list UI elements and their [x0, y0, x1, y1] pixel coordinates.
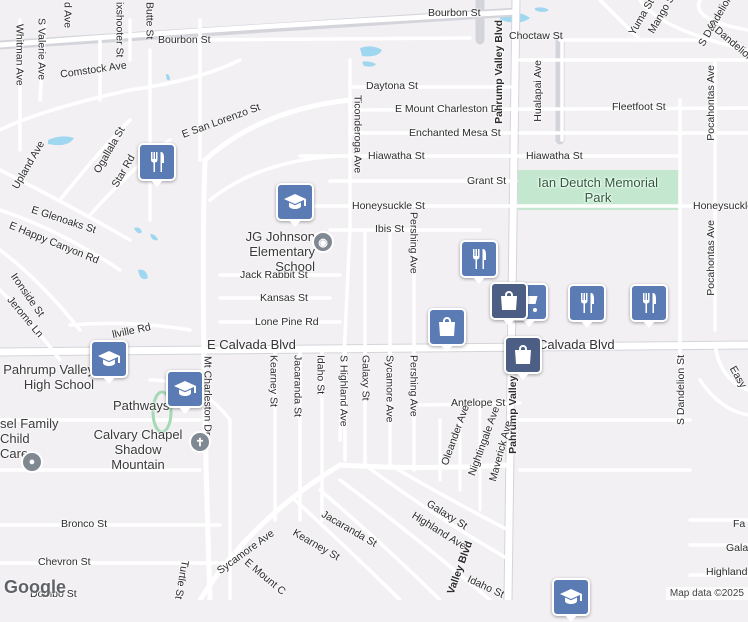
street-label: S Dandelion St [675, 355, 687, 426]
street-label: Mt Charleston Dr [201, 356, 214, 436]
street-label: Grant St [467, 175, 507, 187]
fork-knife-icon [643, 293, 656, 313]
graduation-cap-icon [98, 351, 120, 366]
google-logo[interactable]: Google [4, 577, 66, 597]
fork-knife-icon [581, 293, 594, 313]
street-label: Calvada Blvd [538, 337, 615, 352]
street-label: Pocahontas Ave [705, 65, 717, 141]
street-label: Lone Pine Rd [255, 316, 319, 328]
church-label[interactable]: Calvary Chapel Shadow Mountain [93, 427, 183, 472]
school-marker-pathways[interactable] [166, 370, 204, 414]
street-label: Galaxy St [359, 355, 372, 401]
restaurant-marker-4[interactable] [630, 284, 668, 328]
street-label: Idaho St [314, 355, 327, 395]
graduation-cap-icon [174, 381, 196, 396]
street-label: Daytona St [366, 80, 418, 92]
fork-knife-icon [151, 152, 164, 172]
daycare-icon: ● [21, 451, 43, 473]
street-label: Jacaranda St [291, 355, 304, 417]
school-marker-jg[interactable] [276, 183, 314, 227]
graduation-cap-icon [284, 194, 306, 209]
street-label: Ibis St [375, 223, 405, 235]
park-area [518, 170, 680, 210]
street-label: Antelope St [451, 397, 506, 409]
street-label: Fleetfoot St [612, 101, 666, 113]
street-label: d Ave [61, 2, 74, 29]
street-label: Bronco St [61, 518, 108, 530]
daycare-label[interactable]: sel Family Child Care [0, 416, 59, 461]
school-label[interactable]: Pahrump Valley High School [3, 362, 94, 392]
street-label: Highland [706, 566, 748, 578]
street-label: S Highland Ave [337, 355, 350, 427]
street-label: Hiawatha St [526, 150, 583, 162]
map-attribution[interactable]: Map data ©2025 [665, 587, 748, 600]
track-field [151, 390, 173, 434]
street-label: E Mount Charleston Dr [395, 103, 502, 115]
street-label: S Valerie Ave [35, 18, 48, 81]
street-label: Honeysuckle St [352, 200, 425, 212]
street-label: Bourbon St [428, 7, 481, 19]
street-label: Jack Rabbit St [240, 269, 308, 281]
street-label: Sycamore Ave [383, 355, 396, 423]
street-label: Fa [733, 518, 746, 530]
fork-knife-icon [473, 249, 486, 269]
school-label[interactable]: JG Johnson Elementary School [245, 229, 315, 274]
street-label: Hualapai Ave [532, 60, 544, 122]
graduation-cap-icon [560, 589, 582, 604]
street-label: Chevron St [38, 556, 91, 568]
street-label: Kansas St [260, 292, 308, 304]
street-label: Ticonderoga Ave [351, 95, 364, 174]
street-label: Kearney St [267, 355, 280, 407]
street-label: ixshooter St [113, 2, 126, 58]
street-label: Dombo St [30, 588, 77, 600]
park-label[interactable]: Ian Deutch Memorial Park [538, 175, 658, 205]
street-label: Pershing Ave [407, 212, 420, 274]
street-label: Choctaw St [509, 30, 563, 42]
shopping-bag-icon [515, 345, 531, 364]
restaurant-marker-1[interactable] [138, 143, 176, 187]
street-label: Enchanted Mesa St [409, 127, 501, 139]
street-label: E Calvada Blvd [207, 337, 296, 352]
street-label: Bourbon St [158, 34, 211, 46]
school-icon: ◉ [312, 231, 334, 253]
shopping-marker-2[interactable] [428, 308, 466, 352]
street-label: Pahrump Valley Blvd [493, 20, 505, 124]
street-label: Pershing Ave [407, 355, 420, 417]
shopping-bag-icon [439, 317, 455, 336]
school-marker-high[interactable] [90, 340, 128, 384]
shopping-marker-3[interactable] [504, 336, 542, 380]
street-label: Butte St [143, 2, 156, 40]
shopping-bag-icon [501, 291, 517, 310]
restaurant-marker-2[interactable] [460, 240, 498, 284]
street-label: Whitman Ave [13, 24, 26, 86]
shopping-marker-1[interactable] [490, 282, 528, 326]
restaurant-marker-3[interactable] [568, 284, 606, 328]
street-label: Hiawatha St [368, 150, 425, 162]
church-icon: ✝ [189, 431, 211, 453]
street-label: Pocahontas Ave [705, 220, 717, 296]
street-label: Gala [726, 542, 748, 554]
school-label[interactable]: Pathways [113, 398, 170, 413]
school-marker-se[interactable] [552, 578, 590, 622]
street-label: Honeysuckle [693, 200, 748, 212]
